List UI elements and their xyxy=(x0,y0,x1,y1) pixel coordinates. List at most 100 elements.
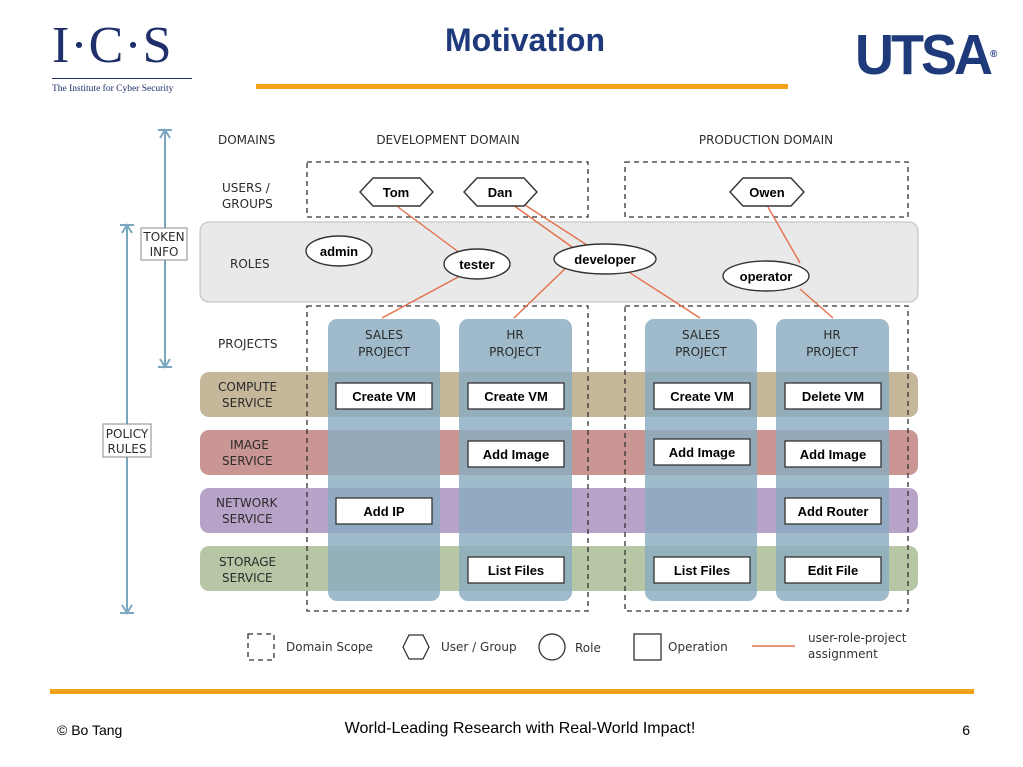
role-operator-ellipse[interactable] xyxy=(722,260,810,292)
dev-hr-project-label-1: HR xyxy=(506,328,523,342)
policy-rules-label-2: RULES xyxy=(107,442,146,456)
footer-tagline: World-Leading Research with Real-World I… xyxy=(344,720,696,737)
legend-assignment-label-1: user-role-project xyxy=(808,631,907,645)
title-underline xyxy=(256,84,788,89)
assignment-developer-dev-hr xyxy=(513,261,573,319)
op-prod-hr-compute[interactable] xyxy=(784,382,882,410)
user-dan-label: Dan xyxy=(488,185,513,200)
row-label-compute-1: COMPUTE xyxy=(218,380,277,394)
legend-user-group-icon xyxy=(402,634,430,660)
row-label-users-1: USERS / xyxy=(222,181,271,195)
row-label-storage-1: STORAGE xyxy=(219,555,276,569)
op-prod-hr-image-label: Add Image xyxy=(800,447,866,462)
role-developer-ellipse[interactable] xyxy=(553,243,657,275)
dev-sales-project-label-2: PROJECT xyxy=(358,345,411,359)
assignment-owen-operator xyxy=(767,206,801,264)
legend-operation-icon xyxy=(633,633,662,661)
legend-domain-scope-label: Domain Scope xyxy=(286,640,373,654)
footer-author: © Bo Tang xyxy=(57,722,123,738)
ics-logo-letters: I·C·S xyxy=(52,17,173,74)
legend-role-label: Role xyxy=(575,641,601,655)
row-label-image-1: IMAGE xyxy=(230,438,269,452)
ics-logo-subtitle: The Institute for Cyber Security xyxy=(52,78,192,94)
op-dev-hr-compute[interactable] xyxy=(467,382,565,410)
slide-title: Motivation xyxy=(445,22,605,58)
op-dev-hr-storage[interactable] xyxy=(467,556,565,584)
legend-user-group-label: User / Group xyxy=(441,640,517,654)
op-dev-hr-image-label: Add Image xyxy=(483,447,549,462)
policy-rules-label-1: POLICY xyxy=(106,427,149,441)
op-dev-sales-network-label: Add IP xyxy=(363,504,404,519)
policy-rules-box xyxy=(102,423,152,458)
user-owen-label: Owen xyxy=(749,185,784,200)
user-owen-hexagon[interactable] xyxy=(729,177,805,207)
row-label-projects: PROJECTS xyxy=(218,337,277,351)
role-tester-ellipse[interactable] xyxy=(443,248,511,280)
op-dev-sales-network[interactable] xyxy=(335,497,433,525)
assignment-tom-tester xyxy=(397,206,461,254)
op-prod-sales-storage-label: List Files xyxy=(674,563,730,578)
prod-hr-project-label-1: HR xyxy=(823,328,840,342)
dev-domain-projects-scope xyxy=(306,305,589,612)
op-prod-hr-network[interactable] xyxy=(784,497,882,525)
user-tom-label: Tom xyxy=(383,185,409,200)
token-info-arrowhead-top xyxy=(159,128,171,139)
op-dev-sales-compute[interactable] xyxy=(335,382,433,410)
op-prod-sales-storage[interactable] xyxy=(653,556,751,584)
token-info-label-1: TOKEN xyxy=(142,230,184,244)
dev-sales-project-label-1: SALES xyxy=(365,328,403,342)
prod-sales-project-label-2: PROJECT xyxy=(675,345,728,359)
development-domain-label: DEVELOPMENT DOMAIN xyxy=(376,133,519,147)
row-label-roles: ROLES xyxy=(230,257,270,271)
prod-sales-project-label-1: SALES xyxy=(682,328,720,342)
op-prod-hr-storage[interactable] xyxy=(784,556,882,584)
row-label-users-2: GROUPS xyxy=(222,197,273,211)
legend-role-icon xyxy=(538,633,566,661)
token-info-arrowhead-bottom xyxy=(159,358,171,369)
user-tom-hexagon[interactable] xyxy=(359,177,434,207)
footer-divider xyxy=(50,689,974,694)
production-domain-label: PRODUCTION DOMAIN xyxy=(699,133,833,147)
op-prod-sales-image-label: Add Image xyxy=(669,445,735,460)
user-dan-hexagon[interactable] xyxy=(463,177,538,207)
role-developer-label: developer xyxy=(574,252,635,267)
legend: Domain Scope User / Group Role Operation… xyxy=(247,631,907,661)
op-prod-sales-image[interactable] xyxy=(653,438,751,466)
row-label-network-2: SERVICE xyxy=(222,512,273,526)
operations: Create VM Create VM Create VM Delete VM … xyxy=(335,382,882,584)
role-admin-label: admin xyxy=(320,244,358,259)
assignment-tester-dev-sales xyxy=(381,275,461,319)
row-label-network-1: NETWORK xyxy=(216,496,279,510)
prod-hr-project-label-2: PROJECT xyxy=(806,345,859,359)
op-dev-hr-compute-label: Create VM xyxy=(484,389,548,404)
op-dev-hr-image[interactable] xyxy=(467,440,565,468)
assignment-dan-developer xyxy=(512,204,573,248)
legend-operation-label: Operation xyxy=(668,640,728,654)
op-prod-hr-storage-label: Edit File xyxy=(808,563,859,578)
op-dev-sales-compute-label: Create VM xyxy=(352,389,416,404)
utsa-logo: UTSA® xyxy=(855,23,998,87)
policy-rules-arrowhead-bottom xyxy=(121,604,133,615)
row-label-domains: DOMAINS xyxy=(218,133,275,147)
token-info-label-2: INFO xyxy=(150,245,179,259)
role-operator-label: operator xyxy=(740,269,793,284)
op-prod-hr-image[interactable] xyxy=(784,440,882,468)
legend-assignment-label-2: assignment xyxy=(808,647,878,661)
role-admin-ellipse[interactable] xyxy=(305,235,373,267)
assignment-operator-prod-hr xyxy=(799,288,834,319)
page-number: 6 xyxy=(962,722,970,738)
row-label-compute-2: SERVICE xyxy=(222,396,273,410)
op-prod-hr-compute-label: Delete VM xyxy=(802,389,864,404)
op-prod-hr-network-label: Add Router xyxy=(798,504,869,519)
prod-domain-users-scope xyxy=(624,161,909,218)
row-label-storage-2: SERVICE xyxy=(222,571,273,585)
role-tester-label: tester xyxy=(459,257,494,272)
dev-hr-project-label-2: PROJECT xyxy=(489,345,542,359)
dev-sales-project-column xyxy=(328,319,440,601)
dev-domain-users-scope xyxy=(306,161,589,218)
op-prod-sales-compute[interactable] xyxy=(653,382,751,410)
utsa-logo-text: UTSA xyxy=(855,23,993,87)
row-label-image-2: SERVICE xyxy=(222,454,273,468)
